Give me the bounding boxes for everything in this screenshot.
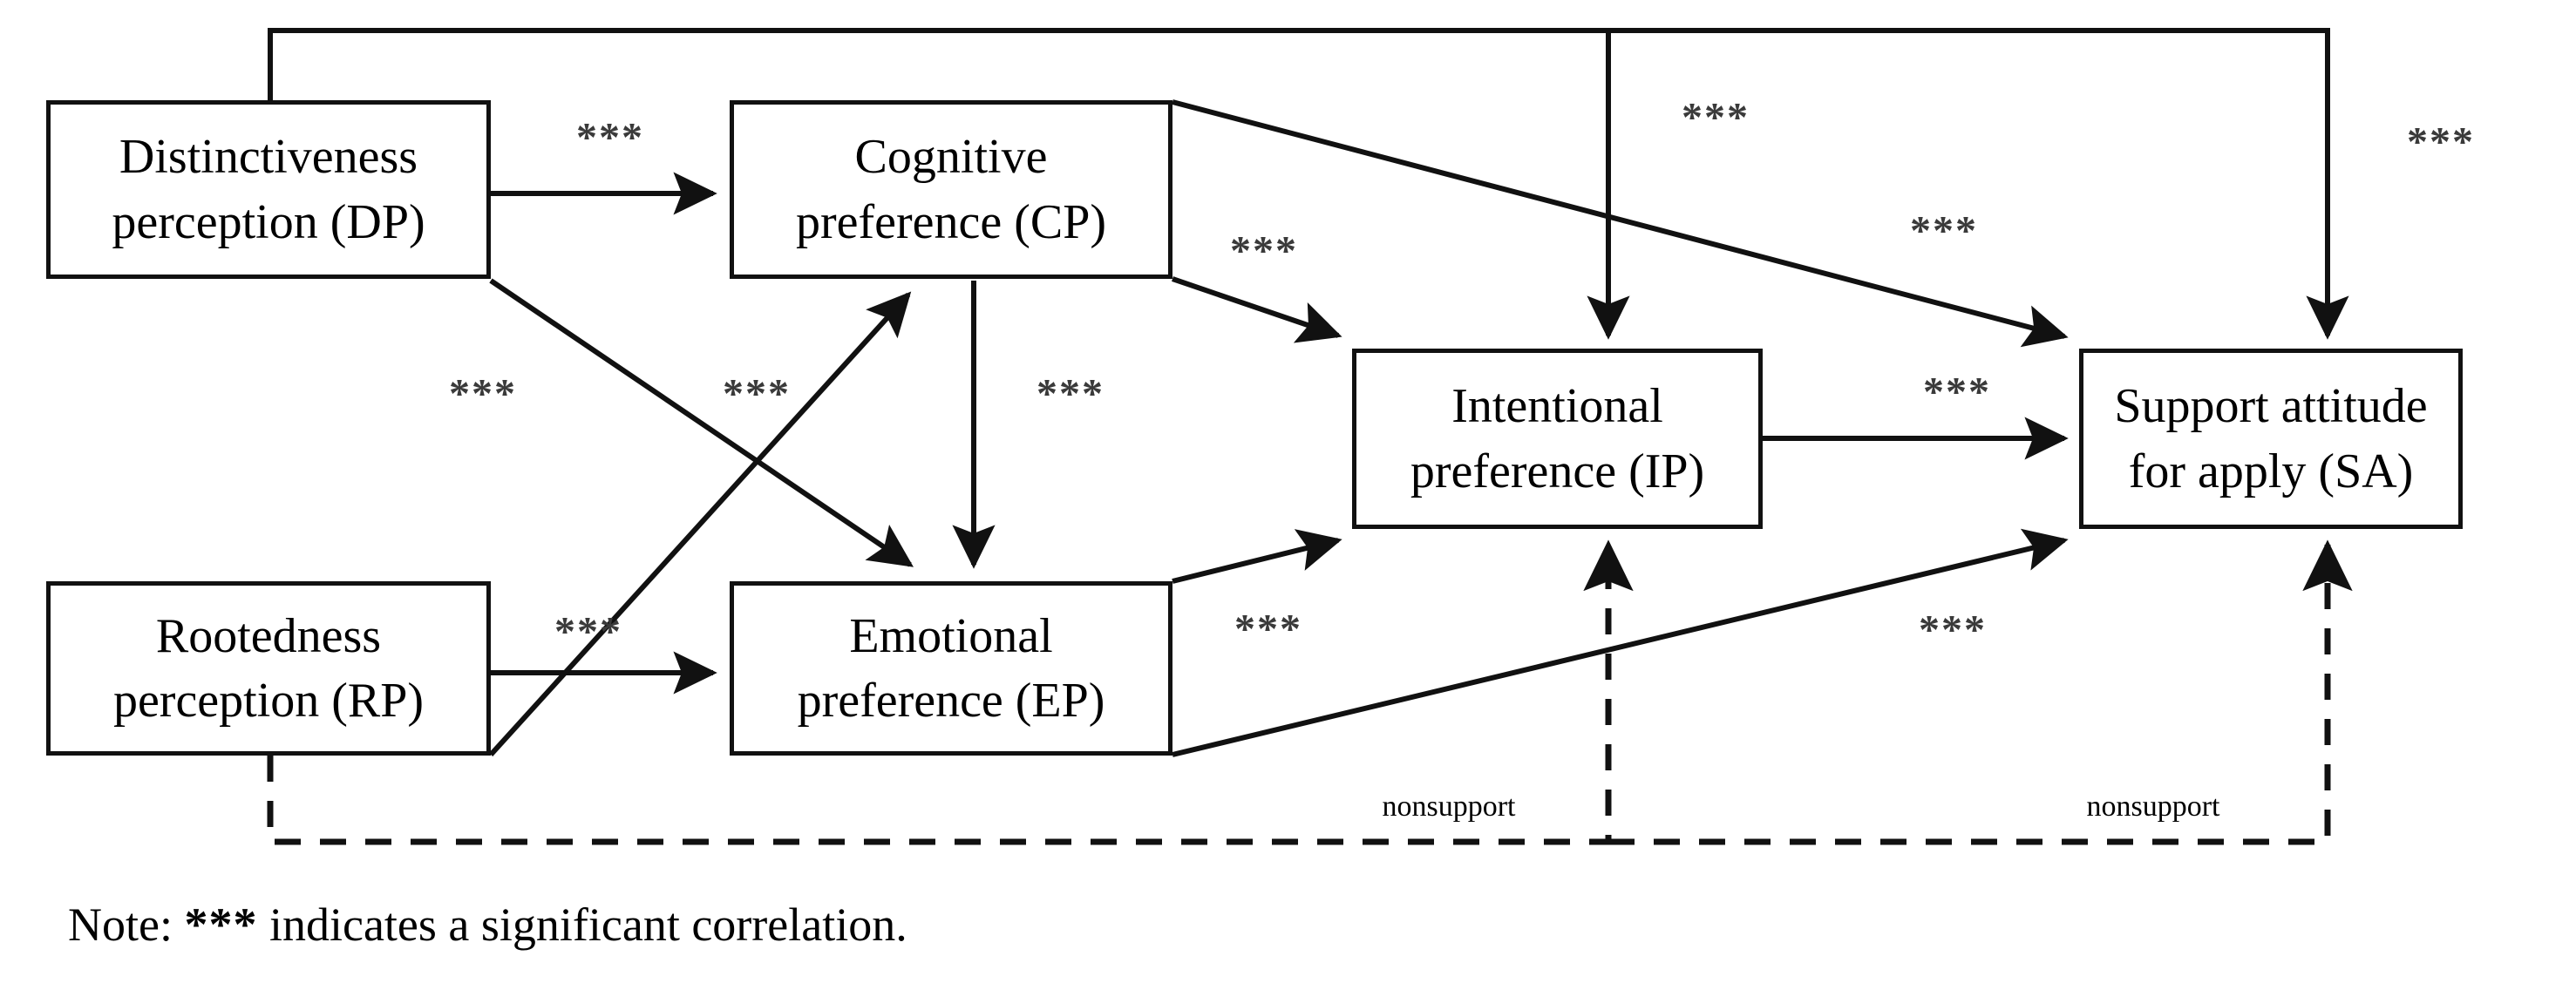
figure-note: Note: *** indicates a significant correl… xyxy=(68,898,907,952)
figure-note-suffix: indicates a significant correlation. xyxy=(257,898,907,951)
significance-star-ep-ip: *** xyxy=(1234,606,1302,653)
node-box-ip[interactable]: Intentional preference (IP) xyxy=(1352,349,1763,529)
significance-star-ip-sa: *** xyxy=(1923,369,1991,416)
node-cp-line1: Cognitive xyxy=(854,130,1048,185)
edge-ep-ip xyxy=(1172,529,1342,584)
nonsupport-label-rp-ip: nonsupport xyxy=(1382,790,1516,823)
significance-star-ep-sa: *** xyxy=(1919,607,1987,654)
node-ep-line1: Emotional xyxy=(849,608,1053,663)
node-box-rp[interactable]: Rootedness perception (RP) xyxy=(46,581,491,756)
significance-star-dp-cp: *** xyxy=(576,114,644,161)
significance-star-rp-ep: *** xyxy=(554,608,622,655)
edge-ep-sa xyxy=(1172,528,2069,757)
node-cp-line2: preference (CP) xyxy=(795,194,1106,249)
nonsupport-label-rp-sa: nonsupport xyxy=(2086,790,2220,823)
node-dp-line2: perception (DP) xyxy=(112,194,425,249)
significance-star-cp-sa: *** xyxy=(1910,207,1978,254)
edge-dp-ep xyxy=(489,278,914,567)
node-box-cp[interactable]: Cognitive preference (CP) xyxy=(730,100,1172,279)
node-box-sa[interactable]: Support attitude for apply (SA) xyxy=(2079,349,2463,529)
significance-star-cp-ep: *** xyxy=(1037,370,1104,417)
node-dp-line1: Distinctiveness xyxy=(119,130,418,185)
figure-note-stars: *** xyxy=(184,898,258,951)
significance-star-dp-ep: *** xyxy=(449,370,517,417)
significance-star-dp-ip: *** xyxy=(1682,94,1750,141)
node-ip-line1: Intentional xyxy=(1451,379,1663,434)
node-box-ep[interactable]: Emotional preference (EP) xyxy=(730,581,1172,756)
figure-note-prefix: Note: xyxy=(68,898,185,951)
node-box-dp[interactable]: Distinctiveness perception (DP) xyxy=(46,100,491,279)
edge-dp-ip xyxy=(268,28,1630,340)
edge-rp-cp xyxy=(488,291,912,757)
node-ip-line2: preference (IP) xyxy=(1410,444,1705,498)
node-rp-line2: perception (RP) xyxy=(112,674,425,728)
edge-dp-sa xyxy=(1608,28,2349,340)
significance-star-dp-sa: *** xyxy=(2407,119,2475,166)
node-sa-line1: Support attitude xyxy=(2114,379,2428,434)
edge-rp-sa-dashed xyxy=(1608,539,2353,845)
node-ep-line2: preference (EP) xyxy=(797,674,1105,728)
edge-cp-sa xyxy=(1172,99,2069,348)
edge-cp-ip xyxy=(1172,276,1342,343)
node-rp-line1: Rootedness xyxy=(155,608,382,663)
significance-star-rp-cp: *** xyxy=(723,370,791,417)
significance-star-cp-ip: *** xyxy=(1230,227,1298,275)
node-sa-line2: for apply (SA) xyxy=(2128,444,2414,498)
